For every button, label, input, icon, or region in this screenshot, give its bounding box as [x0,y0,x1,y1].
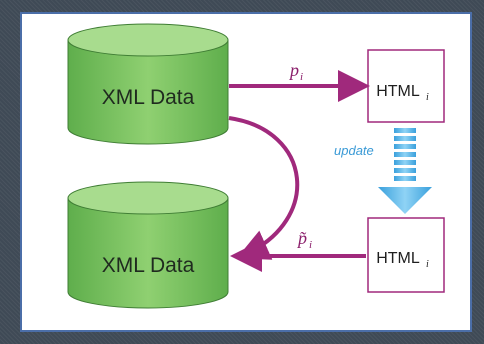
xml-data-top-label: XML Data [102,86,195,109]
p-tilde-label: p̃ [296,228,307,248]
xml-data-bottom-cylinder: XML Data [67,181,229,309]
html-top-label: HTML [376,83,420,100]
update-label: update [334,143,374,158]
html-top-box: HTML i [367,49,445,123]
p-tilde-subscript: i [309,239,312,251]
p-subscript: i [300,71,303,83]
feedback-curve-arrow [228,116,300,260]
xml-data-top-cylinder: XML Data [67,23,229,145]
html-top-subscript: i [426,92,429,103]
p-label: p [288,60,299,80]
html-bottom-subscript: i [426,259,429,270]
update-arrow [378,128,432,214]
xml-data-bottom-label: XML Data [102,254,195,277]
html-bottom-label: HTML [376,250,420,267]
html-bottom-box: HTML i [367,217,445,293]
